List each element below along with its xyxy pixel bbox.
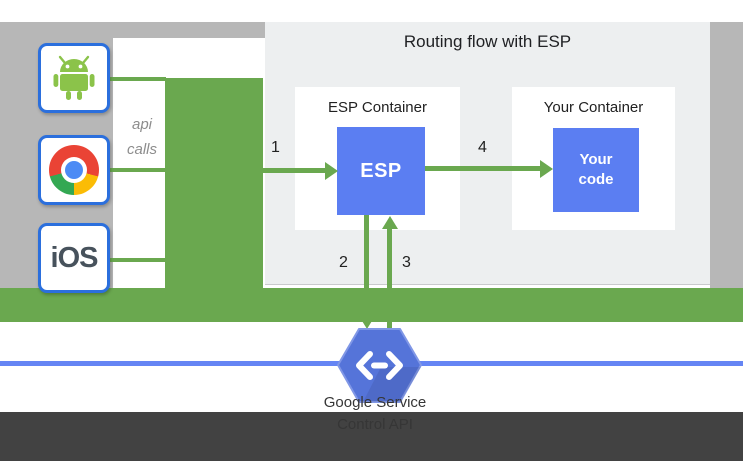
- arrow-1-head-icon: [325, 161, 338, 180]
- step-1-number: 1: [271, 139, 280, 156]
- esp-container-title: ESP Container: [328, 99, 427, 116]
- your-code-line2: code: [578, 171, 614, 188]
- your-code-line1: Your: [579, 151, 613, 168]
- step-3-number: 3: [402, 254, 411, 271]
- arrow-3-head-icon: [381, 216, 398, 229]
- arrow-4-head-icon: [540, 159, 553, 178]
- android-connector-line: [110, 77, 166, 81]
- esp-box-label: ESP: [360, 159, 402, 182]
- chrome-browser-icon: [49, 145, 99, 195]
- panel-title: Routing flow with ESP: [403, 32, 572, 51]
- step-4-number: 4: [478, 139, 487, 156]
- service-label: Google Service Control API: [275, 392, 475, 436]
- gray-strip-right: [710, 22, 743, 288]
- your-container-title: Your Container: [543, 99, 644, 116]
- arrow-1-line: [263, 168, 326, 173]
- ios-client-box: iOS: [38, 223, 110, 293]
- service-label-line1: Google Service: [323, 394, 427, 411]
- android-client-box: [38, 43, 110, 113]
- api-calls-label: api calls: [114, 112, 170, 162]
- arrow-2-head-icon: [358, 316, 375, 329]
- api-calls-line1: api: [131, 116, 153, 133]
- android-robot-icon: [53, 55, 95, 100]
- green-vertical-band: [165, 78, 263, 322]
- arrow-4-line: [425, 166, 541, 171]
- arrow-3-line: [387, 229, 392, 332]
- chrome-client-box: [38, 135, 110, 205]
- api-calls-line2: calls: [126, 141, 157, 158]
- ios-connector-line: [110, 258, 166, 262]
- service-label-line2: Control API: [337, 416, 413, 433]
- footer-band: [0, 412, 743, 461]
- step-2-number: 2: [339, 254, 348, 271]
- chrome-icon-blue-center: [65, 161, 83, 179]
- chrome-connector-line: [110, 168, 166, 172]
- esp-box: ESP: [337, 127, 425, 215]
- your-code-box: Your code: [553, 128, 639, 212]
- cloud-endpoints-hexagon-icon: [337, 327, 422, 404]
- arrow-2-line: [364, 215, 369, 317]
- ios-label: iOS: [50, 241, 99, 274]
